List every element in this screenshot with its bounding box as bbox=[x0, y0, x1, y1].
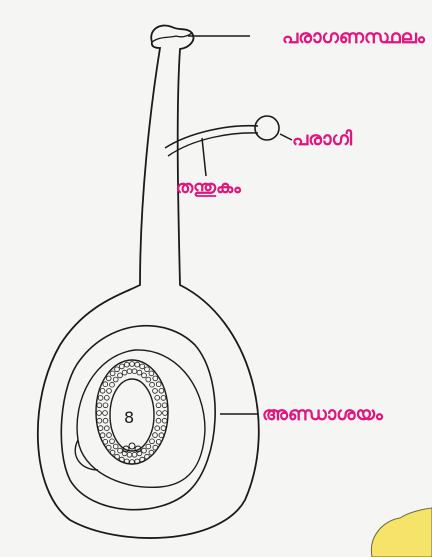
ovule-cell bbox=[110, 450, 115, 455]
ovule-cell bbox=[161, 396, 166, 401]
ovule-cell bbox=[159, 388, 164, 393]
ovule-cell bbox=[100, 433, 105, 438]
pistil-outline bbox=[38, 25, 259, 538]
ovule-cell bbox=[159, 433, 164, 438]
stigma-label: പരാഗണസ്ഥലം bbox=[282, 26, 425, 48]
ovule-cell bbox=[153, 376, 158, 381]
ovule-cell bbox=[110, 439, 115, 444]
ovule-cell bbox=[149, 371, 154, 376]
embryo-nuclei: 8 bbox=[124, 408, 134, 427]
ovary-label: അണ്ഡാശയം bbox=[262, 403, 383, 425]
ovule-cell bbox=[106, 376, 111, 381]
ovule-cell bbox=[107, 389, 112, 394]
ovary-inner-wall bbox=[61, 326, 215, 510]
ovule-cell bbox=[118, 373, 123, 378]
ovule-cell bbox=[156, 382, 161, 387]
ovule-cell bbox=[156, 403, 161, 408]
filament bbox=[165, 126, 258, 148]
ovule-cell bbox=[107, 433, 112, 438]
anther-head bbox=[255, 116, 279, 140]
ovule-cell bbox=[153, 433, 158, 438]
ovule-cell bbox=[153, 445, 158, 450]
ovule-cell bbox=[153, 389, 158, 394]
ovule-cell bbox=[146, 444, 151, 449]
ovule-cell bbox=[113, 377, 118, 382]
ovule-cell bbox=[113, 444, 118, 449]
ovule-cell bbox=[145, 367, 150, 372]
ovule-cell bbox=[118, 448, 123, 453]
ovule-cell bbox=[132, 452, 137, 457]
ovule-cell bbox=[124, 362, 129, 367]
ovule-cell bbox=[122, 370, 127, 375]
ovule-cell bbox=[97, 411, 102, 416]
ovule-cell bbox=[142, 448, 147, 453]
anther-label: പരാഗി bbox=[292, 128, 352, 150]
ovule-cell bbox=[149, 450, 154, 455]
ovule-cell bbox=[163, 411, 168, 416]
ovule-cell bbox=[103, 439, 108, 444]
ovule-cell bbox=[115, 454, 120, 459]
ovule-cell bbox=[142, 373, 147, 378]
ovule-cell bbox=[137, 370, 142, 375]
ovule-cell bbox=[162, 403, 167, 408]
corner-blob bbox=[371, 508, 432, 557]
ovule-cell bbox=[104, 426, 109, 431]
ovule-cell bbox=[162, 418, 167, 423]
stigma-head bbox=[152, 33, 192, 42]
ovule-cell bbox=[145, 454, 150, 459]
ovule-cell bbox=[156, 439, 161, 444]
ovule-cell bbox=[103, 418, 108, 423]
ovule-cell bbox=[127, 369, 132, 374]
ovule-cell bbox=[103, 403, 108, 408]
ovule-cell bbox=[98, 396, 103, 401]
ovule-cell bbox=[127, 452, 132, 457]
ovule-cell bbox=[150, 382, 155, 387]
ovule-cell bbox=[132, 369, 137, 374]
ovule-cell bbox=[161, 426, 166, 431]
ovule-cell bbox=[97, 418, 102, 423]
ovule-cell bbox=[130, 362, 135, 367]
ovule-cell bbox=[140, 364, 145, 369]
ovule-cell bbox=[110, 371, 115, 376]
ovule-cell bbox=[156, 418, 161, 423]
ovule-cell bbox=[103, 411, 108, 416]
ovule-cell bbox=[150, 439, 155, 444]
ovule-cell bbox=[115, 367, 120, 372]
leader-anther bbox=[280, 134, 292, 140]
ovule-cell bbox=[119, 364, 124, 369]
ovule-cell bbox=[98, 426, 103, 431]
ovule-cell bbox=[146, 377, 151, 382]
ovule-cell bbox=[155, 426, 160, 431]
ovule-cell bbox=[103, 382, 108, 387]
ovule-cell bbox=[110, 382, 115, 387]
ovule-cell bbox=[104, 395, 109, 400]
filament-label: തന്തുകം bbox=[176, 177, 241, 198]
leader-filament bbox=[202, 138, 206, 176]
ovule-cell bbox=[100, 388, 105, 393]
ovule-cell bbox=[135, 362, 140, 367]
ovule-cell bbox=[157, 411, 162, 416]
ovule-cell bbox=[155, 395, 160, 400]
ovule-cell bbox=[106, 445, 111, 450]
ovule-cell bbox=[97, 403, 102, 408]
